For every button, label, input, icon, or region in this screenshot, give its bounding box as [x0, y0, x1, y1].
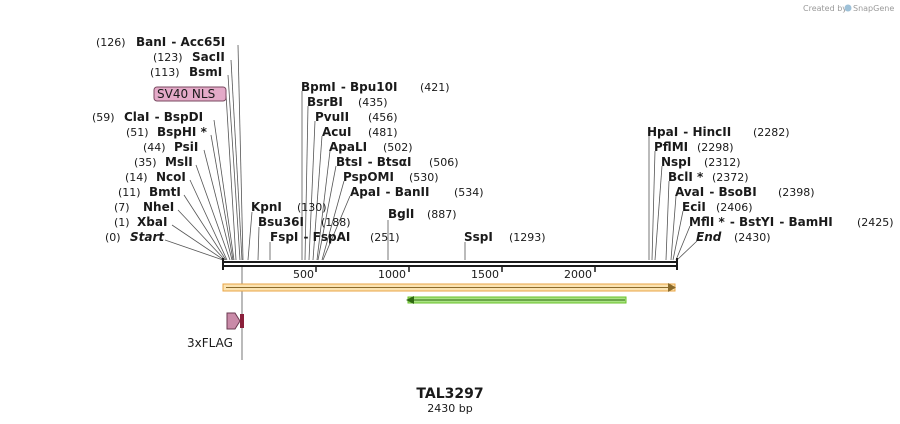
enzyme-site[interactable]: BpmI - Bpu10I (421) [301, 76, 450, 95]
enzyme-site[interactable]: EciI (2406) [682, 196, 753, 215]
enzyme-site[interactable]: (123) SacII [153, 46, 225, 65]
plasmid-name: TAL3297 [416, 386, 483, 402]
enzyme-site[interactable]: HpaI - HincII (2282) [647, 121, 790, 140]
enzyme-site[interactable]: AcuI (481) [322, 121, 398, 140]
ruler-label: 1500 [471, 268, 499, 281]
enzyme-site[interactable]: BclI * (2372) [668, 166, 749, 185]
sv40-nls-feature[interactable]: SV40 NLS [153, 86, 227, 102]
enzyme-site[interactable]: ApaLI (502) [329, 136, 413, 155]
enzyme-cluster-left: (126) BanI - Acc65I (123) SacII (113) Bs… [92, 31, 225, 245]
enzyme-site[interactable]: (1) XbaI [114, 211, 167, 230]
enzyme-cluster-right: HpaI - HincII (2282) PflMI (2298) NspI (… [647, 121, 894, 245]
sv40-nls-label: SV40 NLS [157, 87, 215, 101]
leader-lines [164, 44, 698, 360]
flag-label: 3xFLAG [187, 336, 233, 350]
enzyme-site[interactable]: Bsu36I (188) [258, 211, 351, 230]
enzyme-site[interactable]: PspOMI (530) [343, 166, 439, 185]
enzyme-site[interactable]: (126) BanI - Acc65I [96, 31, 225, 50]
feature-green-arrow[interactable] [406, 296, 627, 304]
enzyme-site[interactable]: BsrBI (435) [307, 91, 388, 110]
ruler-label: 1000 [378, 268, 406, 281]
enzyme-site[interactable]: End (2430) [696, 226, 771, 245]
enzyme-cluster-mid: BpmI - Bpu10I (421) BsrBI (435) PvuII (4… [251, 76, 546, 245]
enzyme-site[interactable]: BglI (887) [388, 203, 457, 222]
ruler: 500 1000 1500 2000 [293, 266, 596, 281]
enzyme-site[interactable]: SspI (1293) [464, 226, 546, 245]
enzyme-site[interactable]: (11) BmtI [118, 181, 181, 200]
enzyme-site[interactable]: KpnI (130) [251, 196, 327, 215]
enzyme-site[interactable]: (14) NcoI [125, 166, 186, 185]
credit-brand: SnapGene [853, 4, 894, 13]
ruler-label: 2000 [564, 268, 592, 281]
snapgene-logo-icon [844, 4, 852, 12]
sequence-backbone [222, 258, 678, 270]
enzyme-site[interactable]: PflMI (2298) [654, 136, 734, 155]
feature-orange-arrow[interactable] [222, 283, 676, 292]
enzyme-site[interactable]: MflI * - BstYI - BamHI (2425) [689, 211, 894, 230]
enzyme-site[interactable]: (51) BspHI * [126, 121, 208, 140]
plasmid-length: 2430 bp [427, 402, 472, 415]
enzyme-site[interactable]: FspI - FspAI (251) [270, 226, 400, 245]
credit-text: Created by [803, 4, 847, 13]
enzyme-site[interactable]: (0) Start [105, 226, 165, 245]
enzyme-site[interactable]: BtsI - BtsαI (506) [336, 151, 459, 170]
enzyme-site[interactable]: PvuII (456) [315, 106, 398, 125]
enzyme-site[interactable]: (35) MslI [134, 151, 193, 170]
enzyme-site[interactable]: AvaI - BsoBI (2398) [675, 181, 815, 200]
enzyme-site[interactable]: (44) PsiI [143, 136, 198, 155]
enzyme-site[interactable]: (113) BsmI [150, 61, 222, 80]
enzyme-site[interactable]: (7) NheI [114, 196, 174, 215]
enzyme-site[interactable]: (59) ClaI - BspDI [92, 106, 203, 125]
flag-feature[interactable]: 3xFLAG [187, 312, 244, 350]
enzyme-site[interactable]: ApaI - BanII (534) [350, 181, 484, 200]
ruler-label: 500 [293, 268, 314, 281]
enzyme-site[interactable]: NspI (2312) [661, 151, 741, 170]
